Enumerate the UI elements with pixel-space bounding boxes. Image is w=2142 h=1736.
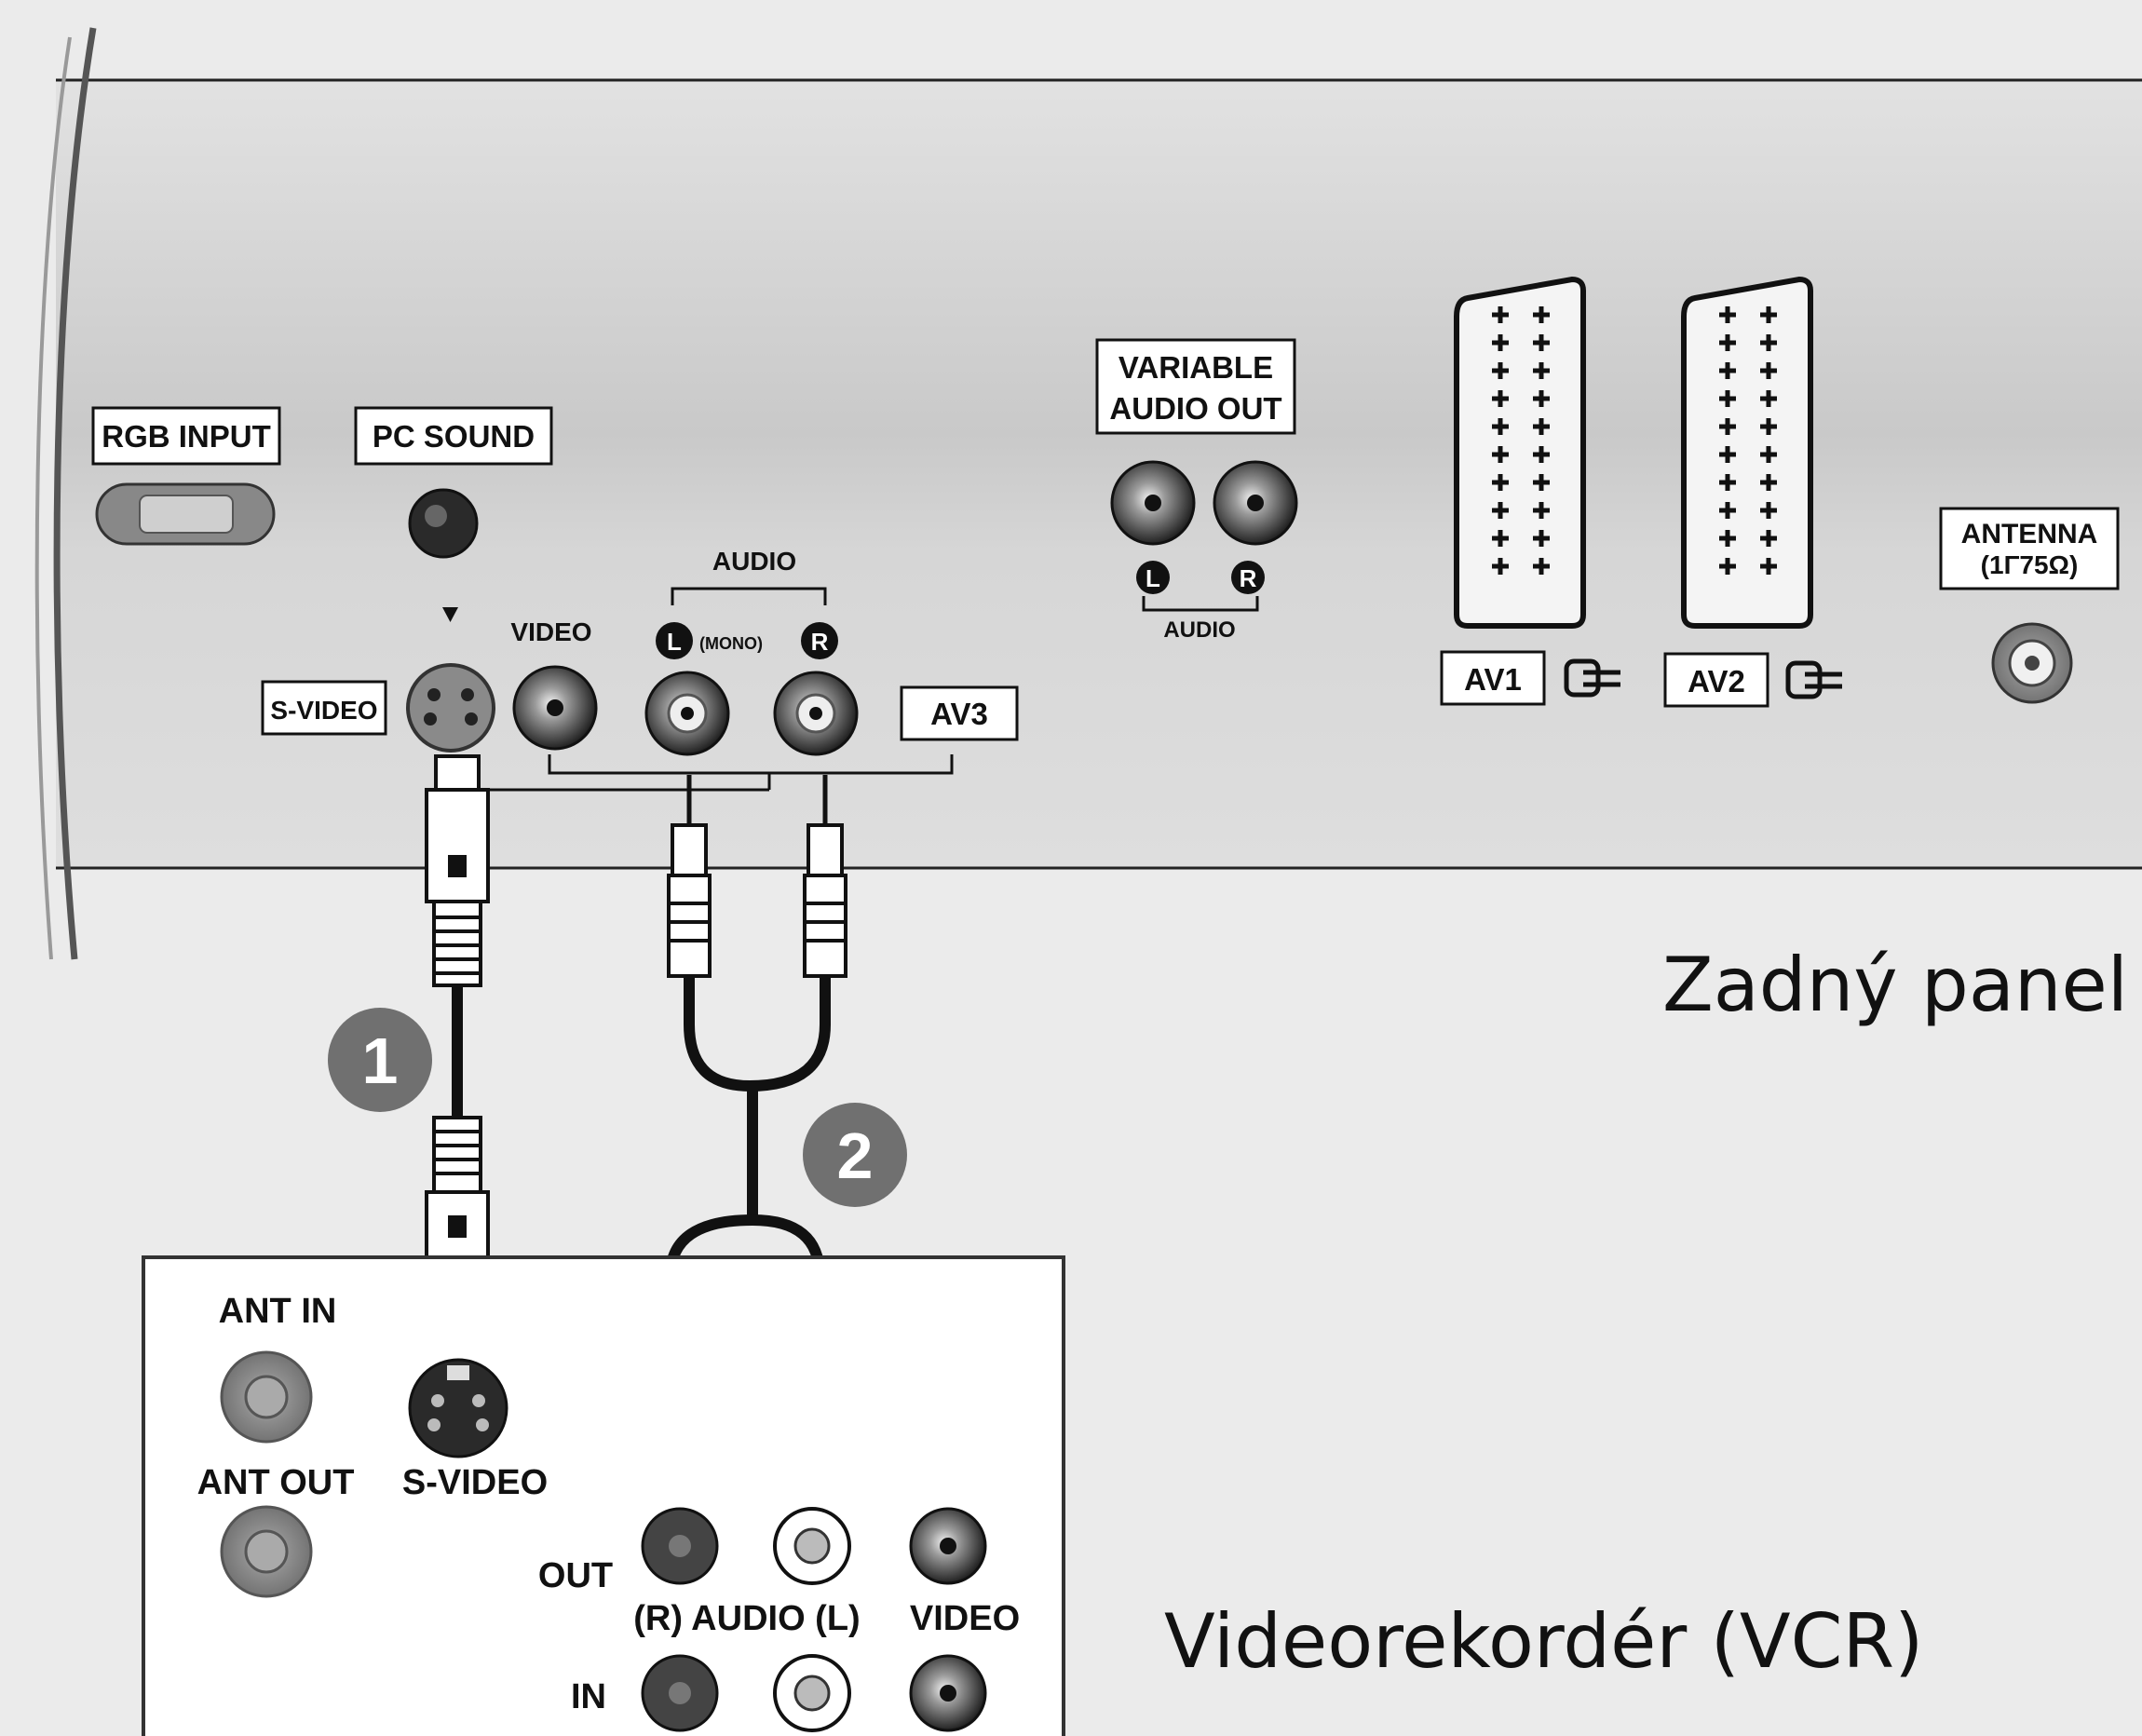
vcr-ant-in-label: ANT IN [219, 1292, 337, 1331]
callout-1-badge [328, 1008, 432, 1112]
vcr-in-audio-r-pin [669, 1682, 691, 1704]
av3-r-badge-text: R [811, 628, 829, 656]
av3-svideo-pins [424, 688, 478, 726]
av2-scart-icon [1785, 660, 1842, 699]
vcr-in-label: IN [571, 1677, 606, 1716]
rear-panel: RGB INPUT PC SOUND VARIABLE AUDIO OUT L … [34, 27, 2142, 960]
variable-audio-l-badge [1136, 561, 1170, 594]
variable-audio-out-l-pin [1145, 495, 1161, 511]
vcr-in-video-pin [940, 1685, 956, 1702]
vcr-out-audio-r-pin [669, 1535, 691, 1557]
panel-curve-inner [34, 36, 72, 960]
panel-curve-outer [53, 27, 97, 960]
vcr-out-label: OUT [538, 1556, 613, 1595]
av2-scart-port [1681, 276, 1813, 629]
av3-label-box [900, 685, 1019, 741]
variable-audio-out-label-line1: VARIABLE [1118, 350, 1273, 385]
variable-audio-r-badge [1231, 561, 1265, 594]
variable-audio-bottom-label: AUDIO [1163, 617, 1235, 643]
variable-audio-out-label-line2: AUDIO OUT [1109, 391, 1281, 426]
vcr-video-label: VIDEO [910, 1599, 1020, 1638]
callout-2-number: 2 [837, 1119, 874, 1192]
av3-svideo-port [406, 663, 495, 753]
vcr-rear-panel: ANT IN ANT OUT S-VIDEO OUT (R) AUDIO (L)… [142, 1255, 1065, 1736]
antenna-jack-pin [2025, 656, 2040, 671]
vcr-audio-label: (R) AUDIO (L) [633, 1599, 860, 1638]
av2-label-box [1663, 652, 1769, 708]
antenna-label-box [1939, 507, 2120, 590]
vcr-ant-out-ring [244, 1529, 289, 1574]
av3-video-pin [547, 699, 563, 716]
av3-r-badge [801, 622, 838, 659]
variable-audio-l-badge-text: L [1146, 564, 1160, 592]
variable-audio-out-label-box [1095, 338, 1296, 435]
svideo-cable [425, 754, 490, 1343]
panel-body [56, 80, 2142, 868]
av3-l-badge-text: L [667, 628, 682, 656]
av3-group-bracket [548, 754, 954, 775]
vcr-svideo-port [408, 1358, 508, 1458]
av3-audio-l-pin [681, 707, 694, 720]
av3-audio-bracket [671, 587, 827, 605]
av3-audio-r-pin [809, 707, 822, 720]
av2-label: AV2 [1688, 664, 1745, 698]
rgb-input-socket [139, 495, 234, 534]
av1-scart-icon [1564, 658, 1620, 698]
vcr-body [142, 1255, 1065, 1736]
av3-mono-label: (MONO) [699, 634, 763, 653]
av1-label-box [1440, 650, 1546, 706]
pc-sound-label-box [354, 406, 553, 466]
pc-sound-jack-hole [425, 505, 447, 527]
vcr-ant-out-label: ANT OUT [197, 1463, 355, 1502]
vcr-svideo-label: S-VIDEO [402, 1463, 548, 1502]
av3-l-badge [656, 622, 693, 659]
av3-video-label: VIDEO [510, 617, 591, 646]
rear-panel-title: Zadný panel [1662, 942, 2128, 1028]
av2-scart-pins [1719, 306, 1777, 575]
av1-label: AV1 [1464, 662, 1522, 697]
av1-scart-pins [1492, 306, 1550, 575]
antenna-label-line2: (1Γ75Ω) [1981, 550, 2079, 579]
pc-sound-label: PC SOUND [373, 419, 535, 454]
variable-audio-bracket [1142, 596, 1259, 612]
vcr-title: Videorekordér (VCR) [1164, 1598, 1923, 1685]
vcr-in-audio-l-ring [793, 1675, 831, 1712]
vcr-ant-in-ring [244, 1375, 289, 1419]
callout-1-number: 1 [362, 1024, 399, 1097]
vcr-svideo-pins [427, 1394, 489, 1431]
av3-audio-label: AUDIO [712, 547, 796, 576]
callout-2-badge [803, 1103, 907, 1207]
svideo-orientation-mark [442, 607, 458, 622]
rgb-input-label: RGB INPUT [102, 419, 271, 454]
variable-audio-out-r-pin [1247, 495, 1264, 511]
vcr-svideo-key [447, 1365, 469, 1380]
antenna-label-line1: ANTENNA [1961, 519, 2098, 549]
vcr-out-audio-l-ring [793, 1527, 831, 1565]
av1-scart-port [1454, 276, 1586, 629]
av3-svideo-label: S-VIDEO [270, 696, 377, 725]
av3-svideo-label-box [261, 680, 387, 736]
av3-label: AV3 [930, 697, 988, 731]
variable-audio-r-badge-text: R [1240, 564, 1257, 592]
vcr-out-video-pin [940, 1538, 956, 1554]
rgb-input-label-box [91, 406, 281, 466]
